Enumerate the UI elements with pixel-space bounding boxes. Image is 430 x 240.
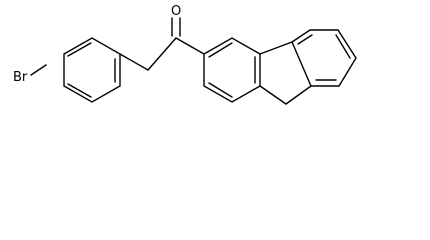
aromatic-double-bond: [208, 82, 233, 98]
bromine-label: Br: [13, 70, 28, 85]
aryl-ch2-bond: [119, 53, 149, 71]
oxygen-label: O: [171, 4, 181, 19]
aromatic-double-bond: [67, 42, 92, 57]
c-br-bond: [30, 64, 47, 76]
five-ring-bond: [285, 85, 312, 105]
aromatic-double-bond: [208, 42, 233, 58]
bromophenyl-group: [30, 37, 121, 103]
chemical-structure-diagram: Br O: [13, 4, 357, 105]
five-ring-bond: [259, 85, 287, 105]
aromatic-double-bond: [67, 83, 92, 98]
ketone-linker: [119, 17, 205, 71]
ch2-carbonyl-bond: [147, 37, 177, 71]
carbonyl-aryl-bond: [175, 37, 205, 55]
aromatic-double-bond: [297, 34, 313, 45]
five-ring-bond: [259, 41, 293, 55]
fluorenyl-group: [203, 29, 357, 105]
benzene-ring: [63, 37, 121, 103]
aromatic-double-bond: [335, 34, 351, 59]
fluorene-right-ring: [291, 29, 357, 87]
fluorene-left-ring: [203, 37, 261, 103]
